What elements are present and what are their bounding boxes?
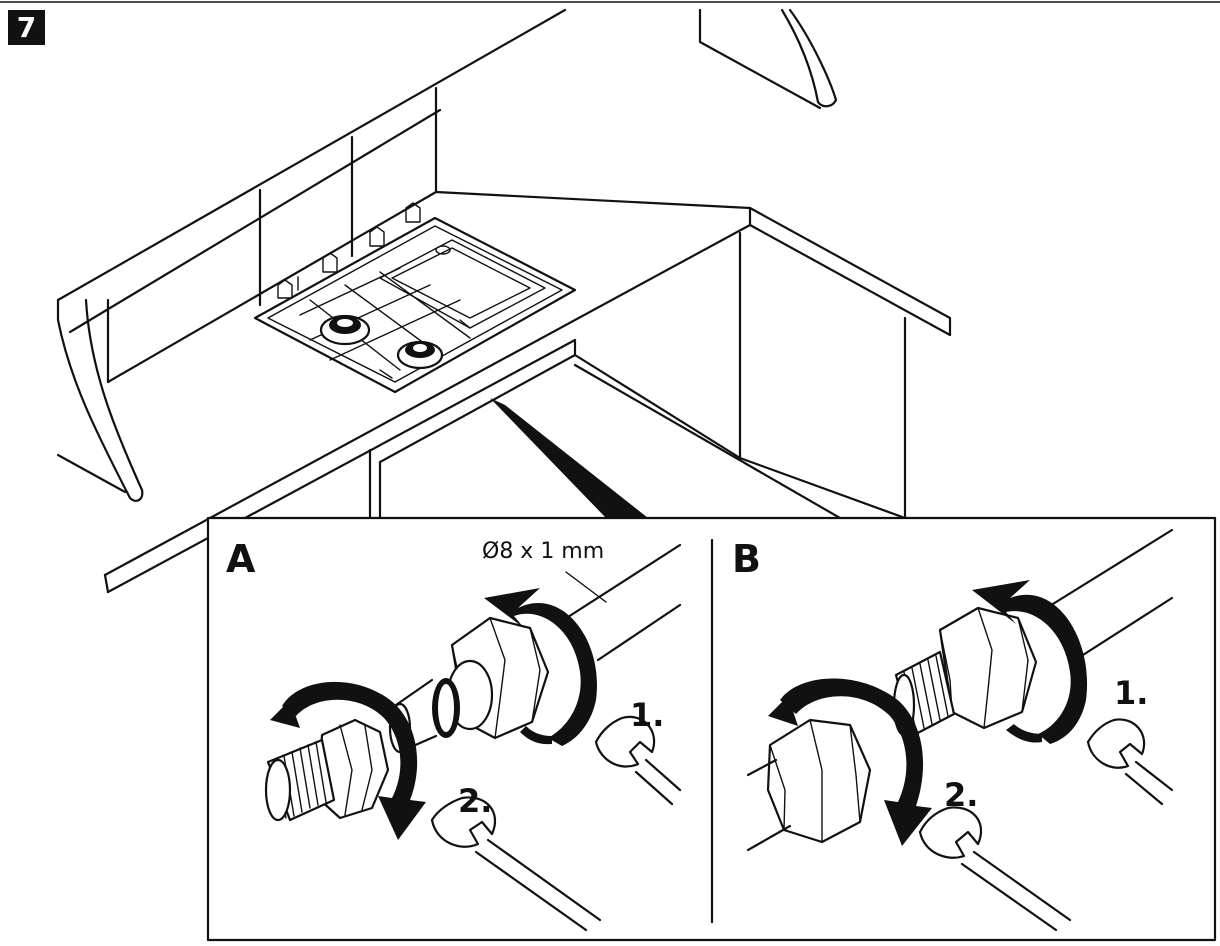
step-number-badge: 7 [8, 10, 45, 45]
wrench-icon [594, 715, 682, 806]
gas-hob [253, 202, 577, 394]
pipe-dimension-label: Ø8 x 1 mm [482, 539, 604, 564]
rotation-arrow-1-icon [484, 588, 597, 746]
rotation-arrow-2-icon [270, 681, 426, 840]
union-hex-nut [746, 718, 872, 852]
step-1-label-b: 1. [1114, 674, 1148, 712]
burner-left [319, 314, 371, 346]
copper-pipe [1038, 528, 1174, 664]
panel-b-letter: B [732, 537, 761, 581]
mounting-clips [277, 202, 471, 379]
panel-a: A Ø8 x 1 mm [226, 537, 682, 932]
burner-right [396, 340, 444, 370]
wrench-icon [430, 796, 602, 932]
threaded-fitting [264, 718, 390, 822]
kitchen-scene [0, 1, 1220, 594]
wrench-icon [918, 806, 1072, 932]
detail-pointer [490, 398, 648, 518]
rotation-arrow-1-icon [972, 580, 1088, 744]
panel-a-letter: A [226, 537, 256, 581]
wrench-icon [1086, 718, 1174, 806]
rotation-arrow-2-icon [768, 678, 932, 846]
step-2-label-a: 2. [458, 782, 492, 820]
pipe-hex-nut [446, 616, 550, 740]
panel-b: B 1. [732, 528, 1174, 932]
copper-pipe [566, 543, 682, 662]
pipe-hex-nut [938, 606, 1038, 730]
step-1-label-a: 1. [630, 696, 664, 734]
